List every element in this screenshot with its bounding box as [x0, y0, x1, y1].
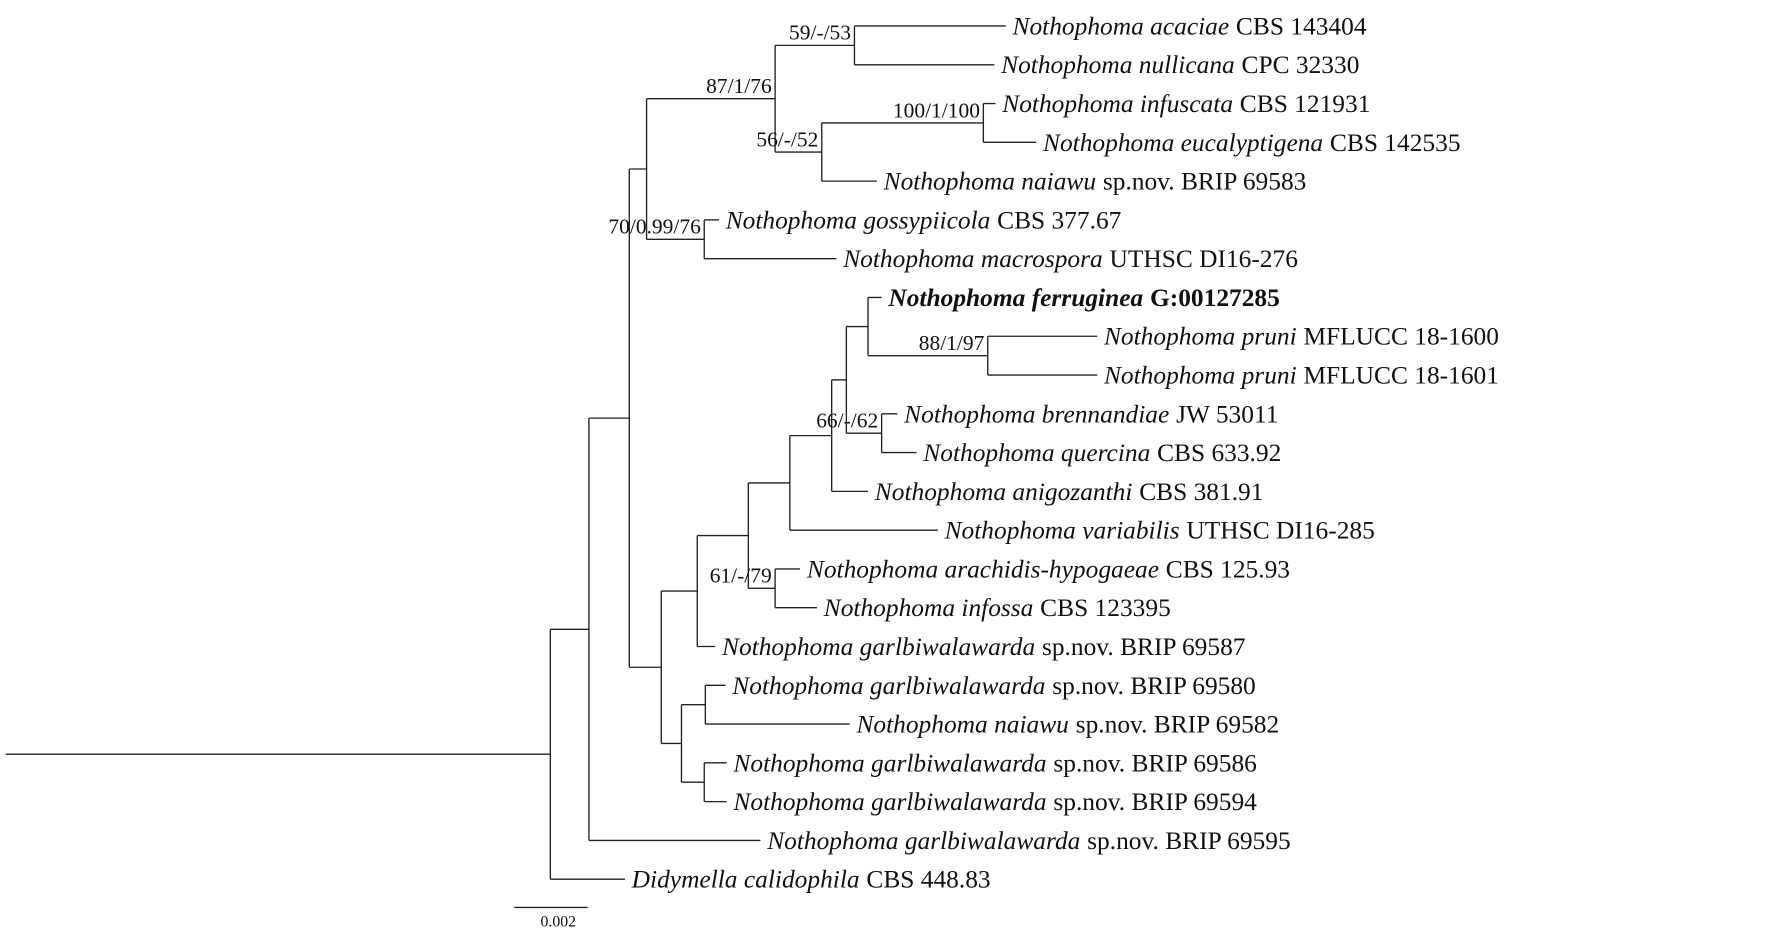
taxon-name: Nothophoma garlbiwalawarda	[721, 633, 1035, 661]
support-values: 59/-/53 100/1/100 56/-/52 87/1/76 70/0.99/76…	[608, 21, 984, 588]
strain-id: UTHSC DI16-276	[1109, 245, 1297, 273]
taxon-name: Didymella calidophila	[631, 866, 860, 894]
taxon-name: Nothophoma pruni	[1103, 362, 1297, 390]
taxon-name: Nothophoma arachidis-hypogaeae	[806, 555, 1159, 583]
strain-id: sp.nov. BRIP 69582	[1076, 711, 1280, 739]
taxon-name: Nothophoma infuscata	[1001, 90, 1233, 118]
strain-id: sp.nov. BRIP 69580	[1052, 672, 1256, 700]
strain-id: MFLUCC 18-1600	[1303, 323, 1499, 351]
strain-id: G:00127285	[1150, 284, 1280, 312]
support-value: 59/-/53	[789, 21, 851, 45]
support-value: 66/-/62	[816, 409, 878, 433]
strain-id: CBS 125.93	[1166, 555, 1290, 583]
taxon-name: Nothophoma infossa	[823, 594, 1034, 622]
strain-id: CBS 633.92	[1157, 439, 1281, 467]
taxon-name: Nothophoma acaciae	[1012, 12, 1230, 40]
support-value: 87/1/76	[706, 74, 772, 98]
support-value: 61/-/79	[710, 564, 772, 588]
strain-id: sp.nov. BRIP 69583	[1103, 168, 1307, 196]
strain-id: sp.nov. BRIP 69587	[1042, 633, 1246, 661]
taxon-name: Nothophoma naiawu	[883, 168, 1096, 196]
strain-id: CBS 142535	[1330, 129, 1461, 157]
taxon-name: Nothophoma garlbiwalawarda	[732, 749, 1046, 777]
taxon-name: Nothophoma eucalyptigena	[1042, 129, 1323, 157]
taxon-name: Nothophoma brennandiae	[903, 400, 1169, 428]
strain-id: JW 53011	[1176, 400, 1278, 428]
strain-id: CBS 143404	[1236, 12, 1367, 40]
taxon-name: Nothophoma pruni	[1103, 323, 1297, 351]
strain-id: sp.nov. BRIP 69594	[1053, 788, 1257, 816]
strain-id: sp.nov. BRIP 69595	[1087, 827, 1291, 855]
strain-id: UTHSC DI16-285	[1186, 517, 1374, 545]
taxon-label: Nothophoma naiawu sp.nov. BRIP 69582	[855, 711, 1279, 739]
taxon-name: Nothophoma garlbiwalawarda	[732, 788, 1046, 816]
taxon-name: Nothophoma nullicana	[1000, 51, 1235, 79]
taxon-name: Nothophoma variabilis	[944, 517, 1180, 545]
taxon-name: Nothophoma macrospora	[842, 245, 1102, 273]
support-value: 100/1/100	[893, 98, 980, 122]
strain-id: CBS 448.83	[866, 866, 990, 894]
taxon-name: Nothophoma quercina	[922, 439, 1150, 467]
strain-id: CBS 121931	[1240, 90, 1371, 118]
strain-id: CBS 381.91	[1139, 478, 1263, 506]
taxon-name: Nothophoma ferruginea	[887, 284, 1143, 312]
taxon-name: Nothophoma naiawu	[855, 711, 1068, 739]
strain-id: sp.nov. BRIP 69586	[1053, 749, 1257, 777]
strain-id: CBS 123395	[1040, 594, 1171, 622]
support-value: 56/-/52	[756, 127, 818, 151]
taxon-name: Nothophoma garlbiwalawarda	[731, 672, 1045, 700]
taxon-name: Nothophoma anigozanthi	[874, 478, 1133, 506]
strain-id: CPC 32330	[1242, 51, 1360, 79]
support-value: 70/0.99/76	[608, 215, 701, 239]
support-value: 88/1/97	[919, 331, 985, 355]
strain-id: MFLUCC 18-1601	[1303, 362, 1499, 390]
branches	[5, 25, 1098, 880]
strain-id: CBS 377.67	[997, 206, 1121, 234]
taxon-name: Nothophoma gossypiicola	[725, 206, 991, 234]
taxon-name: Nothophoma garlbiwalawarda	[766, 827, 1080, 855]
scale-bar: 0.002	[514, 906, 588, 930]
scale-bar-label: 0.002	[541, 914, 577, 930]
